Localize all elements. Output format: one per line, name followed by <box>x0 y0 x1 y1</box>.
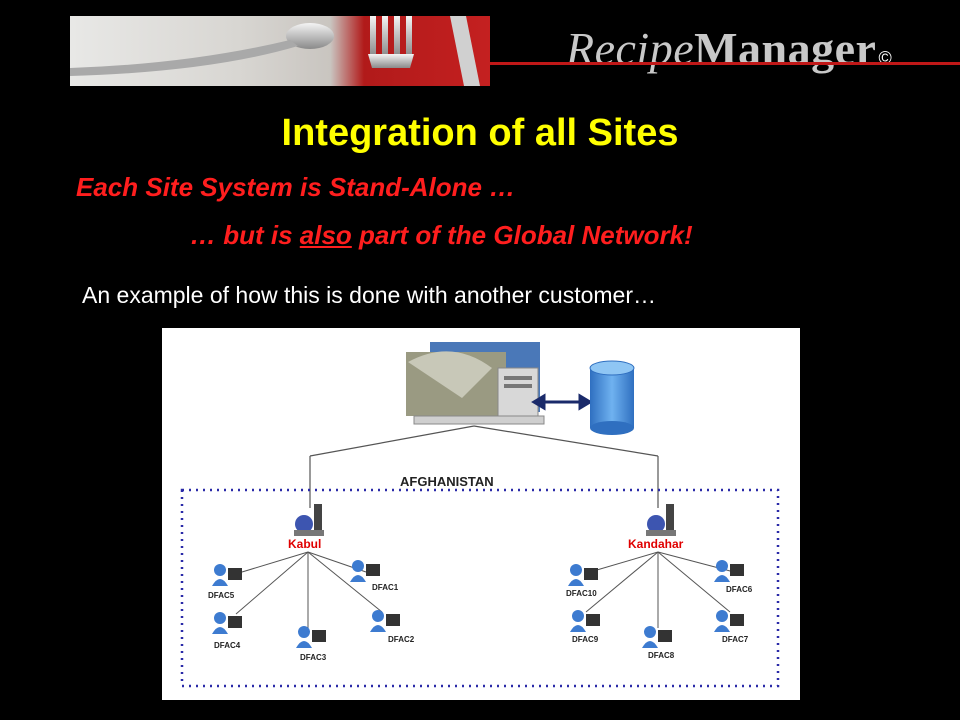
dfac-label: DFAC2 <box>388 635 415 644</box>
central-server-icon <box>406 342 545 425</box>
kandahar-connectors <box>585 551 735 628</box>
site-label-kabul: Kabul <box>288 537 321 551</box>
dfac-label: DFAC8 <box>648 651 675 660</box>
dfac-label: DFAC5 <box>208 591 235 600</box>
dfac-node: DFAC5 <box>208 564 242 600</box>
subtitle-line-1: Each Site System is Stand-Alone … <box>76 172 516 202</box>
network-diagram: AFGHANISTAN Kabul Kandahar <box>162 328 800 700</box>
logo-text-manager: Manager <box>694 23 877 74</box>
backbone-connectors <box>309 425 659 508</box>
dfac-node: DFAC7 <box>714 610 749 644</box>
app-logo: RecipeManager© <box>566 22 892 75</box>
dfac-node: DFAC1 <box>350 560 399 592</box>
logo-text-recipe: Recipe <box>566 23 695 74</box>
dfac-node: DFAC8 <box>642 626 675 660</box>
region-label: AFGHANISTAN <box>400 474 494 489</box>
header-divider <box>490 62 960 65</box>
slide-caption: An example of how this is done with anot… <box>82 282 657 308</box>
subtitle-line-2-prefix: … but is <box>190 220 300 250</box>
sync-arrow <box>531 393 593 411</box>
subtitle-line-2-suffix: part of the Global Network! <box>351 220 693 250</box>
dfac-label: DFAC1 <box>372 583 399 592</box>
dfac-node: DFAC2 <box>370 610 415 644</box>
network-diagram-svg: AFGHANISTAN Kabul Kandahar <box>180 342 780 688</box>
kabul-server-icon <box>294 504 324 536</box>
subtitle-line-2: … but is also part of the Global Network… <box>190 220 693 251</box>
dfac-node: DFAC10 <box>566 564 598 598</box>
kandahar-server-icon <box>646 504 676 536</box>
copyright-mark: © <box>878 48 893 68</box>
header-photo <box>70 16 490 86</box>
cutlery-image <box>70 16 480 86</box>
region-boundary <box>180 488 780 688</box>
dfac-label: DFAC4 <box>214 641 241 650</box>
dfac-node: DFAC6 <box>714 560 753 594</box>
database-icon <box>589 360 635 435</box>
dfac-label: DFAC7 <box>722 635 749 644</box>
dfac-node: DFAC3 <box>296 626 327 662</box>
dfac-label: DFAC3 <box>300 653 327 662</box>
site-label-kandahar: Kandahar <box>628 537 684 551</box>
subtitle-line-2-emphasis: also <box>299 220 352 250</box>
dfac-node: DFAC9 <box>570 610 600 644</box>
dfac-label: DFAC9 <box>572 635 599 644</box>
slide-title: Integration of all Sites <box>281 112 679 154</box>
site-kandahar: Kandahar <box>585 504 735 628</box>
dfac-node: DFAC4 <box>212 612 242 650</box>
dfac-label: DFAC10 <box>566 589 597 598</box>
dfac-label: DFAC6 <box>726 585 753 594</box>
